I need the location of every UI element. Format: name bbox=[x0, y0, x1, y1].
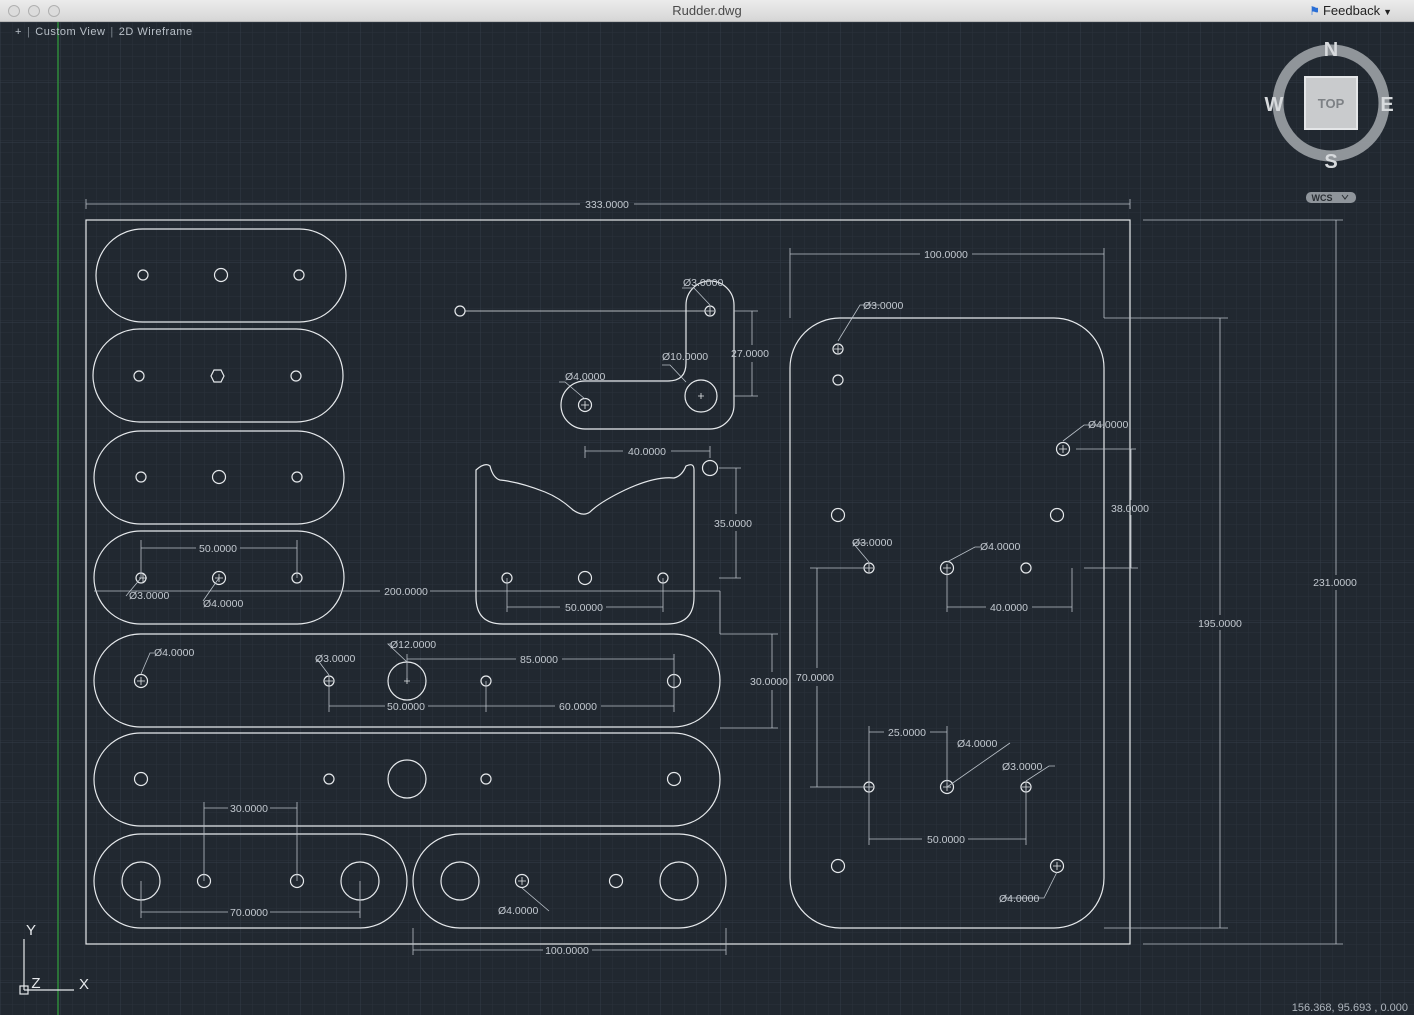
wcs-menu[interactable] bbox=[1306, 192, 1356, 203]
dim-pattern-offset: 25.0000 bbox=[888, 727, 926, 739]
dim-d4-bottom: Ø4.0000 bbox=[999, 893, 1039, 905]
dim-d3-top: Ø3.0000 bbox=[863, 300, 903, 312]
minimize-window-button[interactable] bbox=[28, 5, 40, 17]
right-plate[interactable] bbox=[789, 317, 1105, 929]
dim-long-bar-length: 200.0000 bbox=[384, 586, 428, 598]
dim-d4-low: Ø4.0000 bbox=[957, 738, 997, 750]
visual-style-menu[interactable]: 2D Wireframe bbox=[118, 26, 193, 38]
dim-long-bar-d3: Ø3.0000 bbox=[315, 653, 355, 665]
viewcube[interactable]: TOP N S E W WCS bbox=[1265, 39, 1394, 203]
chevron-down-icon bbox=[1341, 194, 1349, 200]
compass-north[interactable]: N bbox=[1324, 39, 1338, 61]
drawing-geometry bbox=[85, 219, 1131, 945]
dim-long-bar-d12: Ø12.0000 bbox=[390, 639, 436, 651]
bar-1[interactable] bbox=[95, 228, 347, 323]
zoom-window-button[interactable] bbox=[48, 5, 60, 17]
dim-lever-d10: Ø10.0000 bbox=[662, 351, 708, 363]
dim-overall-height: 231.0000 bbox=[1313, 577, 1357, 589]
dim-overall-width: 333.0000 bbox=[585, 199, 629, 211]
drawing-canvas[interactable]: 333.0000 231.0000 100.0000 195.0000 38.0… bbox=[0, 22, 1414, 1015]
cradle-part[interactable] bbox=[475, 464, 695, 625]
dim-long-bar-d4: Ø4.0000 bbox=[154, 647, 194, 659]
dim-short-bar-70: 70.0000 bbox=[230, 907, 268, 919]
dim-d3-low: Ø3.0000 bbox=[1002, 761, 1042, 773]
dim-bar-length-100: 100.0000 bbox=[545, 945, 589, 957]
bar-3[interactable] bbox=[93, 430, 345, 525]
ucs-icon bbox=[19, 939, 74, 995]
border-rectangle[interactable] bbox=[85, 219, 1131, 945]
dim-pattern-width: 50.0000 bbox=[927, 834, 965, 846]
chevron-down-icon: ▼ bbox=[1383, 7, 1392, 17]
ucs-x-label: X bbox=[79, 976, 89, 993]
dim-long-bar-85: 85.0000 bbox=[520, 654, 558, 666]
divider: | bbox=[110, 26, 114, 38]
title-bar: Rudder.dwg ⚑Feedback▼ bbox=[0, 0, 1414, 22]
viewport-controls: + | Custom View | 2D Wireframe bbox=[10, 26, 198, 38]
dimension-lines bbox=[85, 199, 1343, 955]
dim-cradle-spacing: 50.0000 bbox=[565, 602, 603, 614]
dim-lever-height: 27.0000 bbox=[731, 348, 769, 360]
dim-cradle-width: 40.0000 bbox=[628, 446, 666, 458]
ucs-y-label: Y bbox=[26, 922, 36, 939]
compass-west[interactable]: W bbox=[1265, 94, 1284, 116]
dim-hole-spacing-x: 40.0000 bbox=[990, 602, 1028, 614]
dim-d4-mid: Ø4.0000 bbox=[980, 541, 1020, 553]
dim-lever-d4: Ø4.0000 bbox=[565, 371, 605, 383]
dim-short-bar-30: 30.0000 bbox=[230, 803, 268, 815]
compass-ring[interactable] bbox=[1272, 44, 1390, 162]
dim-link-d3: Ø3.0000 bbox=[129, 590, 169, 602]
dim-lever-d3: Ø3.0000 bbox=[683, 277, 723, 289]
short-bar-right[interactable] bbox=[412, 833, 727, 929]
lever-part[interactable] bbox=[560, 280, 735, 430]
long-bar-2[interactable] bbox=[93, 732, 721, 827]
coordinate-readout: 156.368, 95.693 , 0.000 bbox=[1291, 1002, 1408, 1014]
short-bar-left[interactable] bbox=[93, 833, 408, 929]
bar-4[interactable] bbox=[93, 530, 345, 625]
dim-long-bar-60: 60.0000 bbox=[559, 701, 597, 713]
compass-east[interactable]: E bbox=[1380, 94, 1393, 116]
view-menu[interactable]: Custom View bbox=[35, 26, 106, 38]
dim-d3-mid: Ø3.0000 bbox=[852, 537, 892, 549]
wcs-label: WCS bbox=[1312, 193, 1333, 203]
feedback-menu[interactable]: ⚑Feedback▼ bbox=[1309, 3, 1392, 18]
compass-south[interactable]: S bbox=[1324, 151, 1337, 173]
window-title: Rudder.dwg bbox=[672, 3, 742, 18]
dim-bar-d4: Ø4.0000 bbox=[498, 905, 538, 917]
bar-2[interactable] bbox=[92, 328, 344, 423]
dim-d4-right: Ø4.0000 bbox=[1088, 419, 1128, 431]
feedback-label: Feedback bbox=[1322, 3, 1381, 18]
megaphone-icon: ⚑ bbox=[1309, 4, 1320, 18]
dim-long-bar-width: 30.0000 bbox=[750, 676, 788, 688]
ucs-z-label: Z bbox=[31, 975, 40, 992]
viewcube-face-label: TOP bbox=[1318, 96, 1345, 111]
grid bbox=[0, 22, 1414, 1015]
viewport-plus-button[interactable]: + bbox=[15, 26, 22, 38]
dim-right-plate-height: 195.0000 bbox=[1198, 618, 1242, 630]
close-window-button[interactable] bbox=[8, 5, 20, 17]
dim-link-spacing: 50.0000 bbox=[199, 543, 237, 555]
dim-right-plate-width: 100.0000 bbox=[924, 249, 968, 261]
dim-cradle-height: 35.0000 bbox=[714, 518, 752, 530]
dim-hole-spacing-y: 38.0000 bbox=[1111, 503, 1149, 515]
viewcube-top-face[interactable] bbox=[1304, 76, 1358, 130]
long-bar-1[interactable] bbox=[93, 633, 721, 728]
dim-link-d4: Ø4.0000 bbox=[203, 598, 243, 610]
dim-long-bar-50: 50.0000 bbox=[387, 701, 425, 713]
divider: | bbox=[26, 26, 31, 38]
dimension-texts: 333.0000 231.0000 100.0000 195.0000 38.0… bbox=[129, 199, 1357, 957]
dim-pattern-height: 70.0000 bbox=[796, 672, 834, 684]
